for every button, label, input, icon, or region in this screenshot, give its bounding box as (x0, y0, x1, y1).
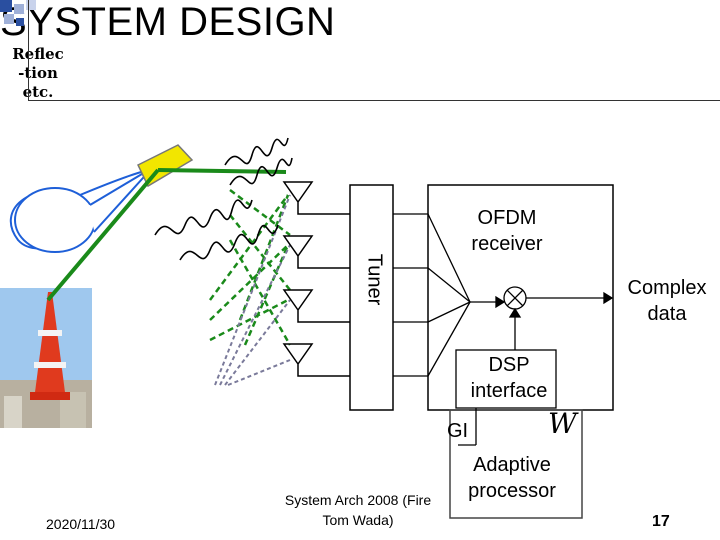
complex-line-1: Complex (627, 277, 707, 299)
footer-center: System Arch 2008 (Fire Tom Wada) (258, 490, 458, 530)
direct-path-line (157, 168, 287, 174)
dsp-line-1: DSP (488, 354, 530, 376)
title-underline (28, 100, 720, 101)
footer-date: 2020/11/30 (46, 516, 116, 532)
page-number: 17 (652, 513, 670, 530)
antenna-3 (282, 289, 350, 323)
antenna-4 (282, 343, 350, 377)
adaptive-line-2: processor (468, 480, 556, 502)
antenna-array (282, 181, 350, 377)
gi-label: GI (447, 420, 469, 442)
reflector-shape (137, 144, 194, 188)
dsp-interface-box (455, 349, 557, 409)
interference-waves (154, 137, 293, 261)
callout-line-1: Reflec (12, 45, 64, 63)
tower-photo (0, 288, 92, 428)
tuner-box (349, 184, 394, 411)
adaptive-processor-box (449, 409, 583, 519)
ofdm-line-1: OFDM (477, 207, 537, 229)
adaptive-line-1: Adaptive (473, 454, 551, 476)
antenna-2 (282, 235, 350, 269)
antenna-1 (282, 181, 350, 215)
ofdm-receiver-label: OFDM receiver (452, 205, 562, 257)
callout-bubble (14, 187, 96, 253)
receiver-internals (449, 286, 614, 519)
corner-squares-decoration (0, 0, 36, 26)
weight-label: W (548, 407, 577, 440)
callout-line-3: etc. (22, 83, 54, 101)
dsp-line-2: interface (470, 380, 548, 402)
dsp-interface-label: DSP interface (454, 352, 564, 404)
reflected-path-line (46, 168, 160, 302)
adaptive-processor-label: Adaptive processor (457, 452, 567, 504)
slide-title: SYSTEM DESIGN (0, 0, 336, 44)
complex-line-2: data (647, 303, 687, 325)
title-side-line (28, 0, 29, 101)
complex-data-label: Complex data (612, 275, 720, 327)
ofdm-line-2: receiver (471, 233, 543, 255)
tuner-label: Tuner (363, 253, 386, 306)
footer-center-line-2: Tom Wada) (322, 512, 394, 528)
footer-center-line-1: System Arch 2008 (Fire (284, 492, 432, 508)
tuner-to-receiver-lines (393, 213, 471, 377)
